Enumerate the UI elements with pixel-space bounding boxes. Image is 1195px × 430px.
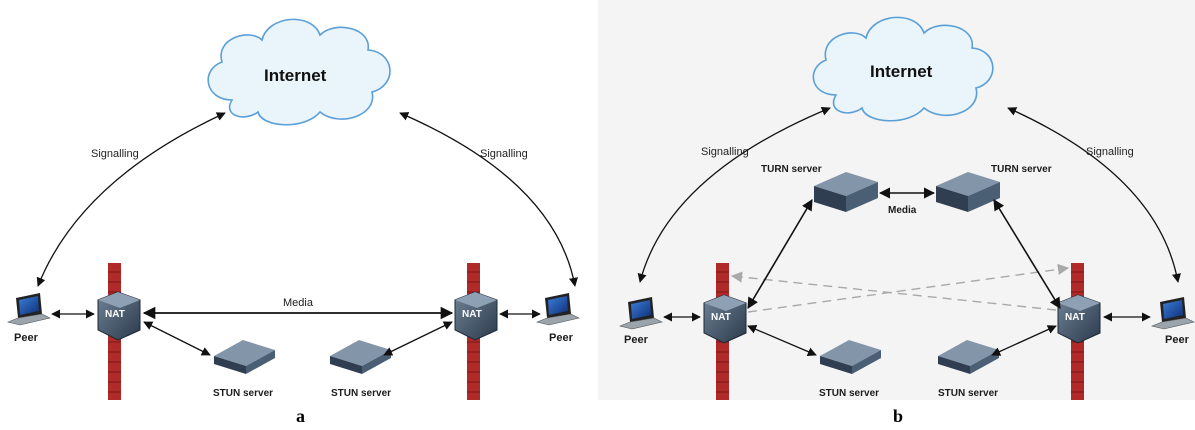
signalling-arrow-left — [637, 106, 831, 283]
nat-label-right: NAT — [1065, 312, 1085, 323]
nat-label-left: NAT — [105, 309, 125, 320]
nat-router-right-icon — [454, 291, 498, 341]
stun-server-right-icon — [938, 340, 999, 374]
media-label: Media — [888, 205, 917, 216]
nat-stun-link-right — [991, 325, 1057, 356]
nat-label-right: NAT — [462, 309, 482, 320]
panel-a-diagram — [7, 18, 580, 400]
peer-label-right: Peer — [1165, 334, 1189, 346]
signalling-arrow-right — [399, 112, 578, 287]
stun-label-left: STUN server — [819, 388, 880, 399]
nat-stun-link-left — [747, 325, 817, 356]
internet-label: Internet — [264, 66, 327, 85]
signalling-label-left: Signalling — [701, 146, 749, 158]
nat-label-left: NAT — [711, 312, 731, 323]
stun-label-right: STUN server — [331, 388, 392, 399]
stun-server-right-icon — [330, 340, 391, 374]
nat-router-left-icon — [703, 294, 747, 344]
peer-laptop-right-icon — [1151, 297, 1195, 330]
peer-label-left: Peer — [624, 334, 648, 346]
turn-server-right-icon — [936, 172, 1000, 212]
panel-letter-b: b — [893, 406, 904, 426]
signalling-label-right: Signalling — [1086, 146, 1134, 158]
signalling-arrow-right — [1007, 107, 1181, 283]
nat-stun-link-right — [383, 321, 453, 356]
internet-cloud-icon — [207, 18, 391, 126]
turn-label-left: TURN server — [761, 164, 822, 175]
peer-laptop-left-icon — [619, 297, 663, 330]
stun-label-right: STUN server — [938, 388, 999, 399]
internet-cloud-icon — [812, 16, 994, 122]
signalling-label-left: Signalling — [91, 148, 139, 160]
dashed-path-to-right-firewall — [747, 263, 1070, 313]
nat-stun-link-left — [143, 321, 211, 356]
peer-laptop-right-icon — [536, 293, 580, 326]
nat-turn-link-left — [747, 199, 813, 309]
nat-router-right-icon — [1057, 294, 1101, 344]
turn-server-left-icon — [814, 172, 878, 212]
internet-label: Internet — [870, 62, 933, 81]
panel-a: Internet Signalling Signalling Media NAT… — [7, 18, 580, 426]
nat-router-left-icon — [97, 291, 141, 341]
stun-server-left-icon — [820, 340, 881, 374]
signalling-arrow-left — [36, 112, 226, 287]
peer-laptop-left-icon — [7, 293, 51, 326]
stun-server-left-icon — [214, 340, 275, 374]
panel-letter-a: a — [296, 406, 305, 426]
peer-label-right: Peer — [549, 332, 573, 344]
turn-label-right: TURN server — [991, 164, 1052, 175]
peer-label-left: Peer — [14, 332, 38, 344]
signalling-label-right: Signalling — [480, 148, 528, 160]
media-label: Media — [283, 297, 313, 309]
dashed-path-to-left-firewall — [730, 271, 1057, 311]
nat-turn-link-right — [993, 199, 1061, 309]
stun-label-left: STUN server — [213, 388, 274, 399]
panel-b: Internet Signalling Signalling TURN serv… — [598, 0, 1195, 430]
panel-b-diagram — [619, 16, 1195, 400]
